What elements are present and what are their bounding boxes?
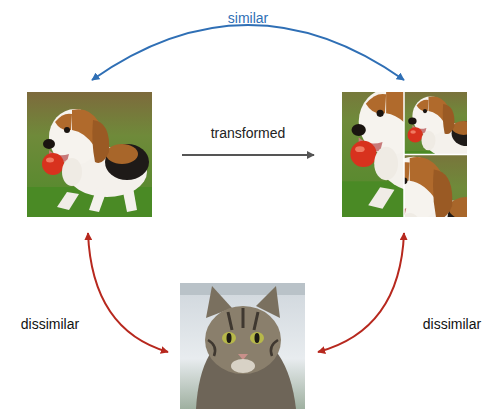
cat-photo	[180, 283, 305, 409]
crop-gap	[404, 154, 467, 156]
dissimilar-arrow	[88, 233, 168, 352]
transform-arrow	[182, 154, 314, 156]
dog-crop-bottom	[358, 137, 498, 280]
transform-label: transformed	[211, 125, 286, 142]
similar-arrow	[92, 25, 404, 80]
similarity-label: similar	[228, 10, 268, 27]
dog-photo	[27, 92, 152, 217]
dissimilarity-label: dissimilar	[423, 316, 481, 333]
dissimilarity-label: dissimilar	[21, 316, 79, 333]
dissimilar-arrow	[318, 233, 404, 352]
